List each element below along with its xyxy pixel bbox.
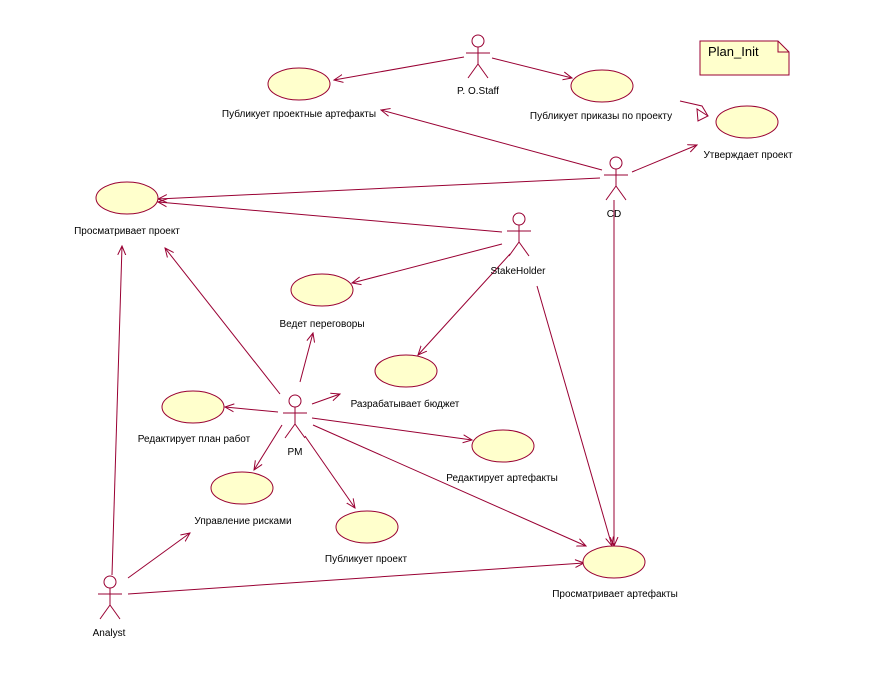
usecase-label-publish-proj: Публикует проект xyxy=(325,553,408,565)
usecase-view-art[interactable] xyxy=(582,545,646,579)
note-text: Plan_Init xyxy=(708,44,759,59)
actor-label-stakeholder: StakeHolder xyxy=(490,266,546,277)
actor-analyst[interactable] xyxy=(98,575,122,620)
assoc-cd-pub-art xyxy=(381,110,603,171)
usecase-label-risks: Управление рисками xyxy=(194,516,291,527)
assoc-stakeholder-budget xyxy=(418,253,511,355)
assoc-pm-negotiate xyxy=(299,333,313,383)
actor-label-pm: PM xyxy=(288,447,303,458)
assoc-cd-view-proj xyxy=(158,177,601,199)
usecase-label-negotiate: Ведет переговоры xyxy=(279,319,364,330)
actor-cd[interactable] xyxy=(604,156,628,201)
usecase-pub-orders[interactable] xyxy=(570,69,634,103)
usecase-label-budget: Разрабатывает бюджет xyxy=(351,398,460,410)
usecase-pub-art[interactable] xyxy=(267,67,331,101)
usecase-edit-plan[interactable] xyxy=(161,390,225,424)
usecase-edit-art[interactable] xyxy=(471,429,535,463)
assoc-stakeholder-negotiate xyxy=(352,243,503,283)
assoc-analyst-view-proj xyxy=(111,246,122,576)
assoc-pm-edit-plan xyxy=(225,407,279,413)
note-plan-init[interactable]: Plan_Init xyxy=(699,40,790,76)
assoc-postaff-pub-art xyxy=(334,56,465,80)
usecase-negotiate[interactable] xyxy=(290,273,354,307)
usecase-view-proj[interactable] xyxy=(95,181,159,215)
assoc-pm-publish-proj xyxy=(304,435,355,508)
usecase-label-edit-plan: Редактирует план работ xyxy=(138,433,251,445)
assoc-pm-budget xyxy=(311,394,340,405)
usecase-label-approve: Утверждает проект xyxy=(703,150,793,161)
generalization-arrow xyxy=(679,100,710,122)
assoc-pm-edit-art xyxy=(311,417,472,440)
usecase-approve[interactable] xyxy=(715,105,779,139)
assoc-pm-view-proj xyxy=(165,248,281,395)
usecase-label-view-proj: Просматривает проект xyxy=(74,226,180,237)
usecase-risks[interactable] xyxy=(210,471,274,505)
usecase-budget[interactable] xyxy=(374,354,438,388)
actor-label-analyst: Analyst xyxy=(93,628,126,639)
usecase-label-pub-orders: Публикует приказы по проекту xyxy=(530,110,672,122)
actor-label-postaff: P. O.Staff xyxy=(457,86,499,97)
assoc-analyst-risks xyxy=(127,533,190,579)
usecase-label-edit-art: Редактирует артефакты xyxy=(446,472,558,484)
actor-label-cd: CD xyxy=(607,209,621,220)
assoc-pm-view-art xyxy=(312,424,586,546)
assoc-postaff-pub-orders xyxy=(491,57,572,78)
usecase-label-view-art: Просматривает артефакты xyxy=(552,588,678,600)
assoc-stakeholder-view-proj xyxy=(158,202,503,233)
assoc-analyst-view-art xyxy=(127,563,584,595)
assoc-stakeholder-view-art xyxy=(536,285,612,546)
assoc-pm-risks xyxy=(254,424,283,470)
actor-pm[interactable] xyxy=(283,394,307,439)
actor-stakeholder[interactable] xyxy=(507,212,531,257)
use-cases xyxy=(95,67,779,579)
actor-postaff[interactable] xyxy=(466,34,490,79)
usecase-publish-proj[interactable] xyxy=(335,510,399,544)
assoc-cd-approve xyxy=(631,145,697,173)
usecase-label-pub-art: Публикует проектные артефакты xyxy=(222,108,376,120)
